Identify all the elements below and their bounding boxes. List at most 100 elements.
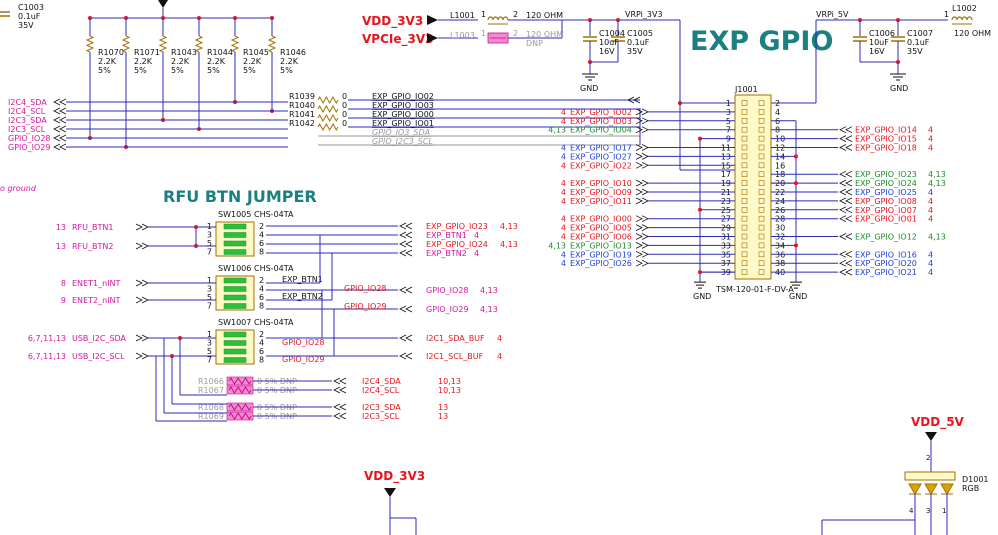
- gnd-symbol-header-right: [790, 281, 802, 289]
- offpage-connector-icon: [635, 233, 649, 240]
- offpage-left-icon: [53, 107, 67, 115]
- offpage-connector-icon: [135, 352, 149, 360]
- l1003-pin2: 2: [513, 29, 518, 38]
- offpage-connector-icon: [135, 242, 149, 250]
- offpage-connector-icon: [135, 279, 149, 287]
- header-pin-pad: [741, 269, 748, 275]
- switch-ref: SW1007: [218, 318, 251, 327]
- header-left-page: 4: [561, 188, 566, 197]
- c1004-value: 10uF: [599, 38, 619, 47]
- header-left-page: 4: [561, 152, 566, 161]
- l1002-inductor-symbol: [951, 16, 973, 25]
- header-pin-pad: [758, 224, 765, 231]
- header-pin-right: 16: [775, 161, 785, 170]
- rfu-left-page: 13: [56, 223, 66, 232]
- series-resistor-net: EXP_GPIO_IO02: [372, 92, 434, 101]
- series-resistor-ref: R1040: [289, 101, 315, 110]
- header-right-net: EXP_GPIO_IO25: [855, 188, 917, 197]
- offpage-connector-icon: [635, 188, 649, 196]
- c1003-volt: 35V: [18, 21, 34, 30]
- rfu-right-net: EXP_BTN1: [426, 231, 467, 240]
- header-right-net: EXP_GPIO_IO01: [855, 215, 917, 224]
- rfu-right-page: 4,13: [480, 305, 498, 314]
- gnd-label: GND: [789, 292, 807, 301]
- pullup-resistor-ref: R1070: [98, 48, 124, 57]
- offpage-connector-icon: [399, 249, 413, 257]
- c1007-volt: 35V: [907, 47, 923, 56]
- header-pin-pad: [758, 109, 765, 115]
- header-right-net: EXP_GPIO_IO21: [855, 268, 917, 277]
- header-pin-pad: [741, 215, 748, 222]
- rfu-left-page: 6,7,11,13: [28, 352, 66, 361]
- header-left-net: EXP_GPIO_IO13: [570, 241, 632, 250]
- c1006-volt: 16V: [869, 47, 885, 56]
- c1005-volt: 35V: [627, 47, 643, 56]
- c1006-ref: C1006: [869, 29, 895, 38]
- dip-switch-toggle-icon: [223, 232, 247, 238]
- header-left-page: 4: [561, 161, 566, 170]
- header-left-page: 4: [561, 197, 566, 206]
- offpage-connector-icon: [635, 144, 649, 151]
- junction-dot: [794, 154, 798, 159]
- rfu-left-page: 9: [61, 296, 66, 305]
- switch-pin-left: 1: [207, 276, 212, 285]
- exp-gpio-title: EXP GPIO: [690, 26, 833, 57]
- header-pin-pad: [758, 269, 765, 275]
- switch-pin-left: 7: [207, 248, 212, 257]
- header-pin-pad: [741, 100, 748, 106]
- rfu-left-net: RFU_BTN1: [72, 223, 113, 232]
- header-pin-pad: [741, 224, 748, 231]
- header-left-net: EXP_GPIO_IO06: [570, 233, 632, 242]
- switch-pin-left: 5: [207, 239, 212, 248]
- vrpi-3v3-label: VRPi_3V3: [625, 10, 663, 19]
- header-left-net: EXP_GPIO_IO10: [570, 179, 632, 188]
- offpage-connector-icon: [333, 386, 347, 394]
- series-resistor-value: 0: [342, 101, 347, 110]
- led-pin1: 1: [942, 507, 946, 515]
- dnp-resistor-page: 10,13: [438, 386, 461, 395]
- header-right-page: 4: [928, 259, 933, 268]
- left-net-label: I2C3_SDA: [8, 116, 47, 125]
- l1001-inductor-symbol: [487, 16, 509, 25]
- header-right-page: 4: [928, 206, 933, 215]
- header-pin-pad: [758, 135, 765, 142]
- series-resistor-net: EXP_GPIO_IO01: [372, 119, 434, 128]
- dnp-resistor-net: I2C4_SCL: [362, 386, 400, 395]
- left-net-label: I2C4_SCL: [8, 107, 46, 116]
- header-right-page: 4,13: [928, 233, 946, 242]
- dnp-resistor-page: 13: [438, 412, 448, 421]
- header-right-net: EXP_GPIO_IO16: [855, 250, 917, 259]
- rgb-led-icon: [908, 483, 954, 495]
- dip-switch-toggle-icon: [223, 249, 247, 255]
- rfu-left-net: RFU_BTN2: [72, 242, 113, 251]
- pullup-resistor-symbol: [230, 35, 240, 53]
- offpage-connector-icon: [399, 222, 413, 230]
- header-pin-pad: [758, 198, 765, 204]
- led-ref: D1001: [962, 475, 989, 484]
- switch-pin-right: 2: [259, 276, 264, 285]
- c1006-capacitor-symbol: [853, 36, 867, 42]
- offpage-connector-icon: [635, 126, 649, 134]
- header-left-page: 4: [561, 179, 566, 188]
- vpcie-3v3-label: VPCIe_3V3: [362, 32, 433, 47]
- inner-gpio-io29-b: GPIO_IO29: [282, 355, 325, 364]
- dip-switch-toggle-icon: [223, 340, 247, 346]
- rfu-btn-jumper-title: RFU BTN JUMPER: [163, 187, 317, 206]
- inner-gpio-io28-b: GPIO_IO28: [282, 338, 325, 347]
- rfu-right-net: EXP_BTN2: [426, 249, 467, 258]
- offpage-connector-icon: [839, 206, 853, 214]
- header-pin-pad: [741, 135, 748, 142]
- l1003-dnp: DNP: [526, 39, 543, 48]
- offpage-connector-icon: [635, 215, 649, 223]
- pullup-resistor-value: 2.2K: [207, 57, 226, 66]
- dnp-resistor-page: 10,13: [438, 377, 461, 386]
- pullup-resistor-value: 2.2K: [98, 57, 117, 66]
- offpage-connector-icon: [839, 197, 853, 205]
- inner-exp-btn2: EXP_BTN2: [282, 292, 323, 301]
- header-right-net: EXP_GPIO_IO20: [855, 259, 917, 268]
- header-pin-pad: [741, 260, 748, 267]
- pullup-resistor-tol: 5%: [171, 66, 184, 75]
- header-pin-pad: [741, 198, 748, 204]
- header-left-net: EXP_GPIO_IO00: [570, 215, 632, 224]
- c1003-ref: C1003: [18, 3, 44, 12]
